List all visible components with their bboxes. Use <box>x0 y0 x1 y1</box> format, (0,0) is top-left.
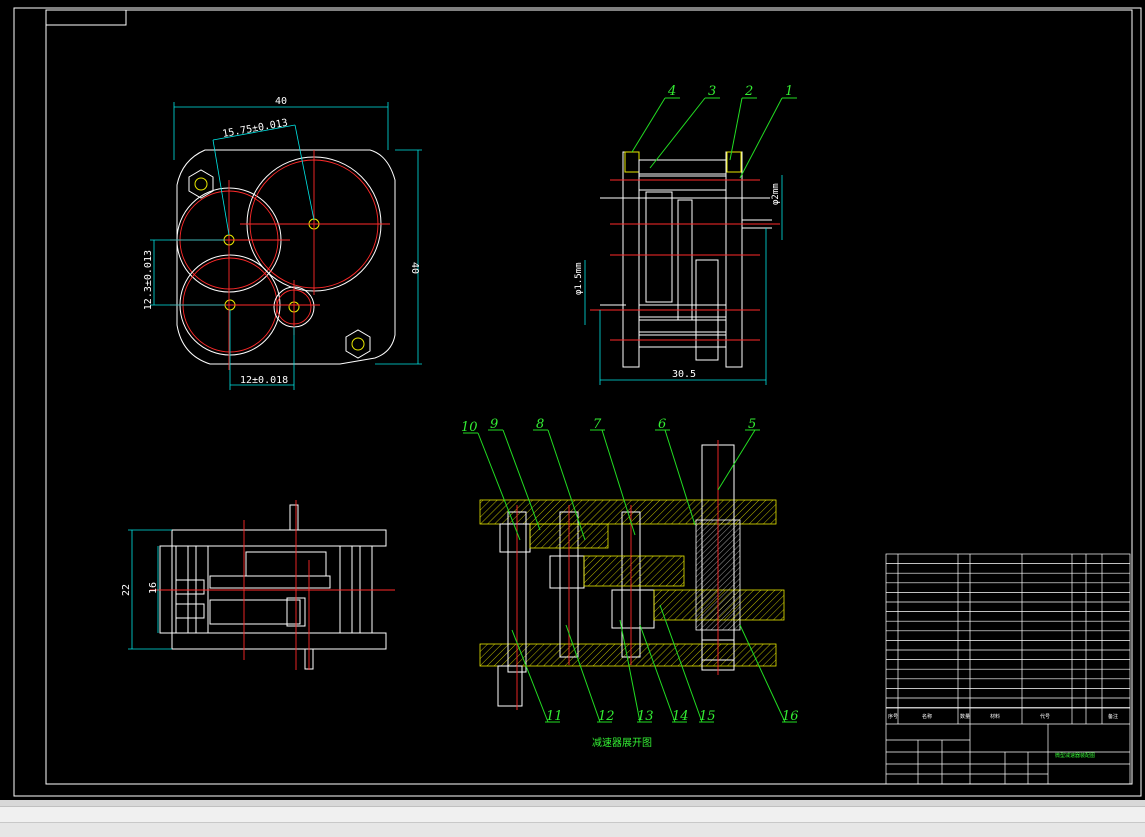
tb-header-code: 代号 <box>1040 713 1050 720</box>
application-status-bar <box>0 800 1145 837</box>
part-number-9: 9 <box>490 417 498 432</box>
cad-drawing-canvas[interactable]: 40 15.75±0.013 40 12.3±0.013 12±0.018 <box>0 0 1145 800</box>
dim-bottom-inner: 16 <box>148 582 159 594</box>
gearbox-unfolded-section: 10 9 8 7 6 5 11 12 13 14 15 16 减速器展开图 <box>461 417 799 749</box>
part-number-4: 4 <box>667 84 676 99</box>
part-number-6: 6 <box>658 417 666 432</box>
inner-border <box>45 9 1133 785</box>
dim-center-dist-b: 12±0.018 <box>240 375 288 386</box>
part-number-5: 5 <box>748 417 756 432</box>
dim-side-width: 30.5 <box>672 369 696 380</box>
side-section-view: 30.5 φ2mm φ1.5mm 4 3 2 1 <box>574 84 797 385</box>
part-number-2: 2 <box>744 84 753 99</box>
part-number-8: 8 <box>536 417 544 432</box>
dim-top-width: 40 <box>275 96 287 107</box>
part-number-11: 11 <box>546 709 563 724</box>
tb-header-name: 名称 <box>922 713 932 720</box>
tb-header-qty: 数量 <box>960 713 970 720</box>
title-block: 序号 名称 数量 材料 代号 备注 微型减速器装配图 <box>885 553 1131 785</box>
part-number-7: 7 <box>593 417 602 432</box>
dim-shaft-dia-b: φ1.5mm <box>574 262 584 295</box>
dim-vertical-dist: 12.3±0.013 <box>143 250 154 310</box>
part-number-13: 13 <box>637 709 654 724</box>
command-line-area[interactable] <box>0 822 1145 837</box>
part-number-3: 3 <box>708 84 716 99</box>
dim-height: 40 <box>409 262 420 274</box>
part-number-14: 14 <box>672 709 689 724</box>
gear-plan-view: 40 15.75±0.013 40 12.3±0.013 12±0.018 <box>143 96 422 390</box>
tb-header-remark: 备注 <box>1108 713 1118 720</box>
part-number-12: 12 <box>598 709 615 724</box>
part-number-16: 16 <box>782 709 799 724</box>
outer-border <box>13 7 1142 797</box>
dim-bottom-total: 22 <box>121 584 132 596</box>
top-view: 22 16 <box>121 500 395 670</box>
dim-center-dist-a: 15.75±0.013 <box>222 118 289 140</box>
horizontal-scrollbar[interactable] <box>0 800 1145 807</box>
tb-drawing-name: 微型减速器装配图 <box>1055 752 1095 759</box>
part-number-10: 10 <box>461 420 478 435</box>
tb-header-index: 序号 <box>888 713 898 720</box>
drawing-view-title: 减速器展开图 <box>592 737 652 749</box>
corner-tag-box <box>45 9 127 26</box>
part-number-1: 1 <box>785 84 793 99</box>
tb-header-material: 材料 <box>990 713 1000 720</box>
dim-shaft-dia-a: φ2mm <box>771 183 781 205</box>
part-number-15: 15 <box>699 709 716 724</box>
